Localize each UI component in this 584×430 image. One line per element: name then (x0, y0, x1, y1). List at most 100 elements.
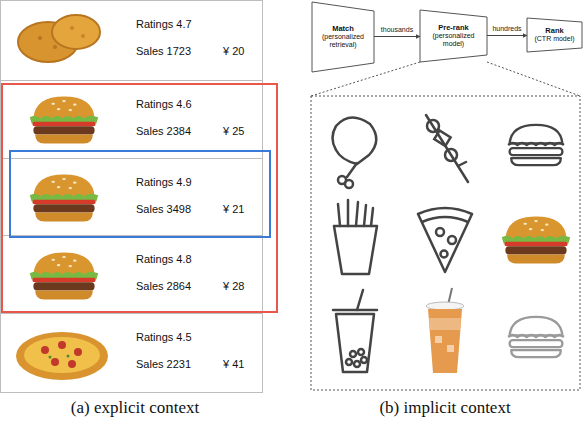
edge-layer (374, 36, 527, 37)
burger-photo (502, 217, 570, 264)
skewer-icon-part (445, 149, 457, 161)
funnel-shape (312, 2, 374, 72)
fries-icon-part (338, 204, 340, 226)
item-card: Ratings 4.8Sales 2864¥ 28 (0, 235, 263, 314)
nuggets-photo-part (52, 15, 100, 49)
item-stat: Sales 3498 (136, 203, 191, 216)
bubble-tea-icon (333, 290, 377, 372)
burger-icon (508, 317, 564, 357)
edge-label: thousands (381, 26, 413, 34)
drumstick-icon-part (333, 117, 377, 164)
drumstick-icon-part (345, 180, 353, 188)
item-stat: Sales 1723 (136, 45, 191, 58)
iced-drink-photo-part (435, 336, 442, 343)
flow-connector (374, 36, 420, 37)
highlight-frame (10, 151, 270, 237)
drumstick-icon-part (347, 163, 357, 177)
funnel-shape (527, 18, 582, 52)
pizza-photo-part (49, 356, 52, 359)
item-stat: ¥ 25 (223, 125, 244, 138)
flow-connector (487, 35, 527, 36)
pizza-photo-part (24, 337, 100, 373)
edge-label: hundreds (492, 25, 521, 33)
fries-icon-part (371, 208, 373, 226)
burger-photo (30, 253, 98, 300)
iced-drink-photo-part (426, 302, 464, 310)
pizza-slice-icon-part (448, 236, 456, 244)
bubble-tea-icon-part (333, 309, 377, 312)
skewer-icon-part (458, 162, 466, 166)
bubble-tea-icon-part (350, 351, 356, 357)
nuggets-photo-part (70, 26, 74, 30)
item-stat: Sales 2864 (136, 280, 191, 293)
stage-name: Rank (545, 27, 563, 35)
pizza-photo-part (41, 346, 49, 354)
pizza-slice-icon-part (441, 251, 448, 258)
stage-note: (CTR model) (534, 35, 574, 43)
stage-note: (personalized retrieval) (316, 33, 370, 49)
burger-icon (508, 125, 564, 165)
fries-icon-part (364, 205, 366, 226)
pizza-photo-part (58, 341, 66, 349)
nuggets-photo-part (53, 45, 57, 49)
funnel-stage: Pre-rank(personalized model) (420, 10, 487, 62)
leader-line (487, 62, 580, 96)
item-stat: Sales 2231 (136, 358, 191, 371)
iced-drink-photo (426, 288, 464, 373)
skewer-icon-part (426, 115, 468, 182)
panel-caption: (a) explicit context (0, 398, 270, 418)
item-stat: Ratings 4.9 (136, 176, 192, 189)
nuggets-photo-part (81, 34, 85, 38)
nuggets-photo-part (38, 36, 42, 40)
skewer-icon-part (427, 120, 439, 132)
funnel-stage: Match(personalized retrieval) (312, 2, 374, 72)
bubble-tea-icon-part (358, 349, 364, 355)
stage-note: (personalized model) (424, 32, 483, 48)
funnel-stage: Rank(CTR model) (527, 18, 582, 52)
item-stat: Ratings 4.8 (136, 253, 192, 266)
fries-icon-part (347, 200, 350, 226)
pizza-photo-part (51, 358, 59, 366)
item-stat: Ratings 4.7 (136, 18, 192, 31)
bubble-tea-icon-part (357, 290, 363, 310)
item-stat: Ratings 4.5 (136, 331, 192, 344)
item-stat: Sales 2384 (136, 125, 191, 138)
fries-icon-part (334, 226, 377, 274)
item-card: Ratings 4.5Sales 2231 ¥ 41 (0, 313, 263, 393)
pizza-photo-part (16, 332, 108, 380)
highlight-frame (2, 84, 277, 312)
drumstick-icon (333, 117, 377, 188)
bubble-tea-icon-part (361, 357, 367, 363)
pizza-slice-icon-part (418, 208, 472, 272)
pizza-slice-icon-part (422, 217, 468, 222)
stage-name: Match (332, 25, 354, 33)
skewer-icon (426, 115, 468, 182)
item-stat: ¥ 20 (223, 45, 244, 58)
funnel-shape (420, 10, 487, 62)
pizza-slice-icon-part (436, 228, 444, 236)
item-stat: Ratings 4.6 (136, 98, 192, 111)
bubble-tea-icon-part (354, 361, 360, 367)
panel-caption: (b) implicit context (310, 398, 580, 418)
pizza-photo-part (74, 348, 82, 356)
candidate-frame (311, 96, 580, 390)
nuggets-photo (18, 15, 100, 62)
pizza-slice-icon (418, 208, 472, 272)
pizza-photo (16, 332, 108, 380)
stage-name: Pre-rank (438, 24, 468, 32)
burger-photo (30, 175, 98, 222)
bubble-tea-icon-part (346, 359, 352, 365)
item-card: Ratings 4.6Sales 2384 ¥ 25 (0, 80, 263, 159)
pizza-photo-part (67, 355, 70, 358)
iced-drink-photo-part (447, 345, 454, 352)
item-stat: ¥ 41 (223, 358, 244, 371)
iced-drink-photo-part (429, 318, 461, 330)
pizza-photo-part (68, 360, 76, 368)
fries-icon (334, 200, 377, 274)
item-card: Ratings 4.7Sales 1723 ¥ 20 (0, 0, 263, 81)
item-stat: ¥ 21 (223, 203, 244, 216)
iced-drink-photo-part (428, 309, 462, 373)
